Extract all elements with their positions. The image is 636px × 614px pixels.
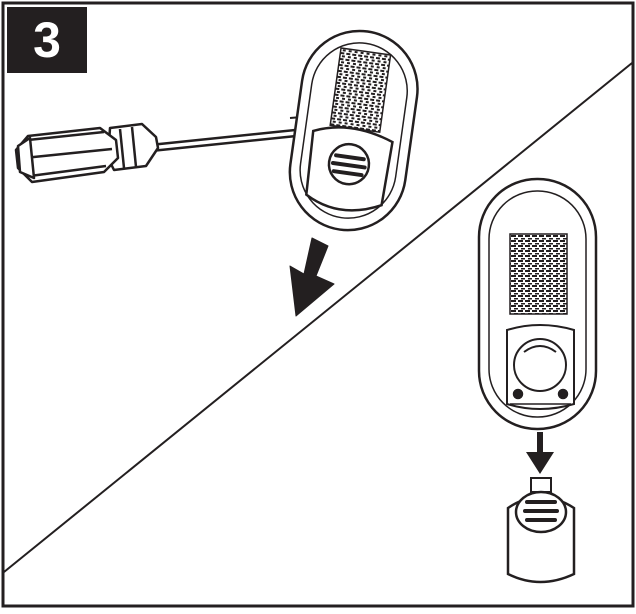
panel-divider [3,62,633,573]
step-number: 3 [33,12,61,68]
pull-arrow-icon [526,432,554,474]
screwdriver-icon [14,122,337,184]
step-number-badge: 3 [7,7,87,73]
arrow-down-icon [289,237,335,317]
device-unit-lower [477,177,598,431]
battery-module [506,477,576,584]
device-unit-upper [288,29,419,232]
